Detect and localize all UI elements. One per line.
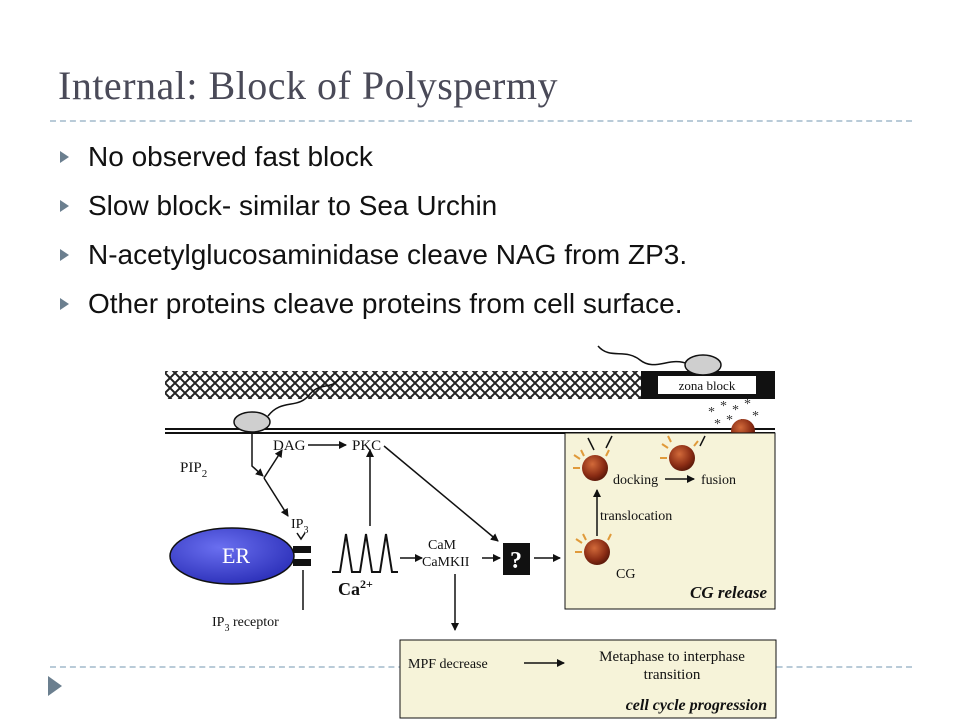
sperm-head-top [684,354,722,376]
svg-text:*: * [732,403,739,418]
sperm-to-pip2-arrow [251,434,264,477]
svg-text:*: * [752,409,759,424]
ip3-label: IP3 [291,517,308,536]
er-organelle [169,527,295,585]
sperm-tail-membrane [267,377,341,417]
dag-label: DAG [273,438,306,454]
fusion-label: fusion [701,473,736,488]
cell-cycle-box [399,639,777,719]
granule-docking [573,449,610,481]
bullet-item: No observed fast block [60,138,687,187]
sperm-head-membrane [233,411,271,433]
svg-text:*: * [708,405,715,420]
er-label: ER [222,543,250,568]
bullet-arrow-icon [60,200,69,212]
bullet-arrow-icon [60,298,69,310]
bullet-text: Slow block- similar to Sea Urchin [88,190,498,221]
bullet-arrow-icon [60,151,69,163]
sperm-tail-top [597,345,689,366]
ip3-receptor-bottom [293,559,311,566]
pkc-to-unknown-arrow [383,445,499,542]
bullet-arrow-icon [60,249,69,261]
cg-release-label: CG release [690,583,767,602]
cell-cycle-progression-label: cell cycle progression [626,697,767,714]
fusion-tick [699,435,706,447]
unknown-factor-box [503,543,530,575]
metaphase-label-line1: Metaphase to interphase [599,649,745,665]
zona-block-label: zona block [679,378,736,393]
zona-pellucida [165,371,641,399]
svg-text:*: * [714,417,721,432]
translocation-label: translocation [600,509,672,524]
camkii-label: CaMKII [422,555,470,570]
bullet-text: N-acetylglucosaminidase cleave NAG from … [88,239,688,270]
ip3-receptor-label: IP3 receptor [212,615,279,634]
ip3-binding-y [296,532,306,541]
pip2-to-ip3-arrow [263,477,289,517]
docking-ticks [587,435,613,451]
mpf-decrease-label: MPF decrease [408,657,488,672]
docking-label: docking [613,473,658,488]
pip2-label: PIP2 [180,460,207,480]
bullet-list: No observed fast block Slow block- simil… [60,138,687,334]
bullet-item: N-acetylglucosaminidase cleave NAG from … [60,236,687,285]
bullet-text: No observed fast block [88,141,373,172]
bullet-item: Slow block- similar to Sea Urchin [60,187,687,236]
pip2-to-dag-arrow [263,449,283,479]
svg-text:*: * [744,397,751,412]
corner-arrow-icon [48,676,62,696]
slide-title: Internal: Block of Polyspermy [58,63,558,108]
calcium-oscillation-trace [332,533,398,573]
granule-cg [575,533,612,565]
zona-block-box [658,376,756,394]
pkc-label: PKC [352,438,381,454]
cg-label: CG [616,567,635,582]
calcium-label: Ca2+ [338,577,373,599]
metaphase-label-line2: transition [644,667,701,683]
svg-text:*: * [726,413,733,428]
svg-text:*: * [720,399,727,414]
ip3-receptor-top [293,546,311,553]
granule-fusion [660,435,699,471]
unknown-factor-label: ? [510,548,522,574]
bullet-text: Other proteins cleave proteins from cell… [88,288,683,319]
cam-label: CaM [428,538,457,553]
polyspermy-block-diagram: zona block **** **** CG release docking … [160,338,780,720]
bullet-item: Other proteins cleave proteins from cell… [60,285,687,334]
title-divider [50,120,912,122]
